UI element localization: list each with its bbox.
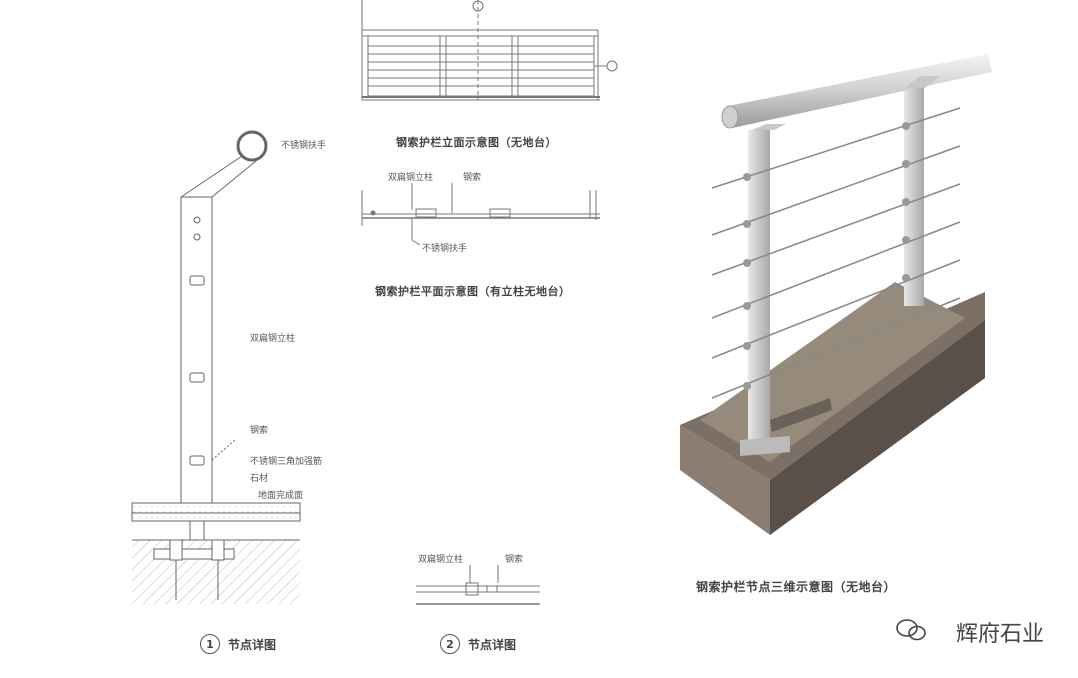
d1-rib-label: 不锈钢三角加强筋 (250, 457, 323, 467)
render3d-drawing (680, 54, 992, 535)
plan-handrail-label: 不锈钢扶手 (422, 244, 468, 254)
plan-post-label: 双扁钢立柱 (388, 173, 434, 183)
detail1-number: 1 (200, 634, 220, 654)
d1-post-label: 双扁钢立柱 (250, 334, 296, 344)
detail1-drawing (131, 130, 301, 604)
detail1-caption-text: 节点详图 (228, 637, 277, 652)
d2-cable-label: 钢索 (505, 555, 524, 565)
detail2-caption-text: 节点详图 (468, 637, 517, 652)
detail2-drawing (416, 565, 540, 605)
d1-cable-label: 钢索 (250, 426, 269, 436)
detail2-number: 2 (440, 634, 460, 654)
plan-caption: 钢索护栏平面示意图（有立柱无地台） (375, 285, 571, 298)
d1-stone-label: 石材 (250, 474, 269, 484)
elevation-caption: 钢索护栏立面示意图（无地台） (396, 136, 557, 149)
watermark: 辉府石业 (918, 616, 1044, 648)
detail1-caption: 1 节点详图 (200, 634, 276, 654)
d1-handrail-label: 不锈钢扶手 (281, 141, 327, 151)
plan-drawing (361, 183, 600, 246)
elevation-drawing (361, 0, 618, 101)
detail2-caption: 2 节点详图 (440, 634, 516, 654)
watermark-text: 辉府石业 (955, 622, 1044, 647)
plan-cable-label: 钢索 (463, 173, 482, 183)
render3d-caption: 钢索护栏节点三维示意图（无地台） (696, 580, 897, 594)
wechat-icon (896, 619, 926, 641)
d1-floor-label: 地面完成面 (258, 491, 304, 501)
d2-post-label: 双扁钢立柱 (418, 555, 464, 565)
